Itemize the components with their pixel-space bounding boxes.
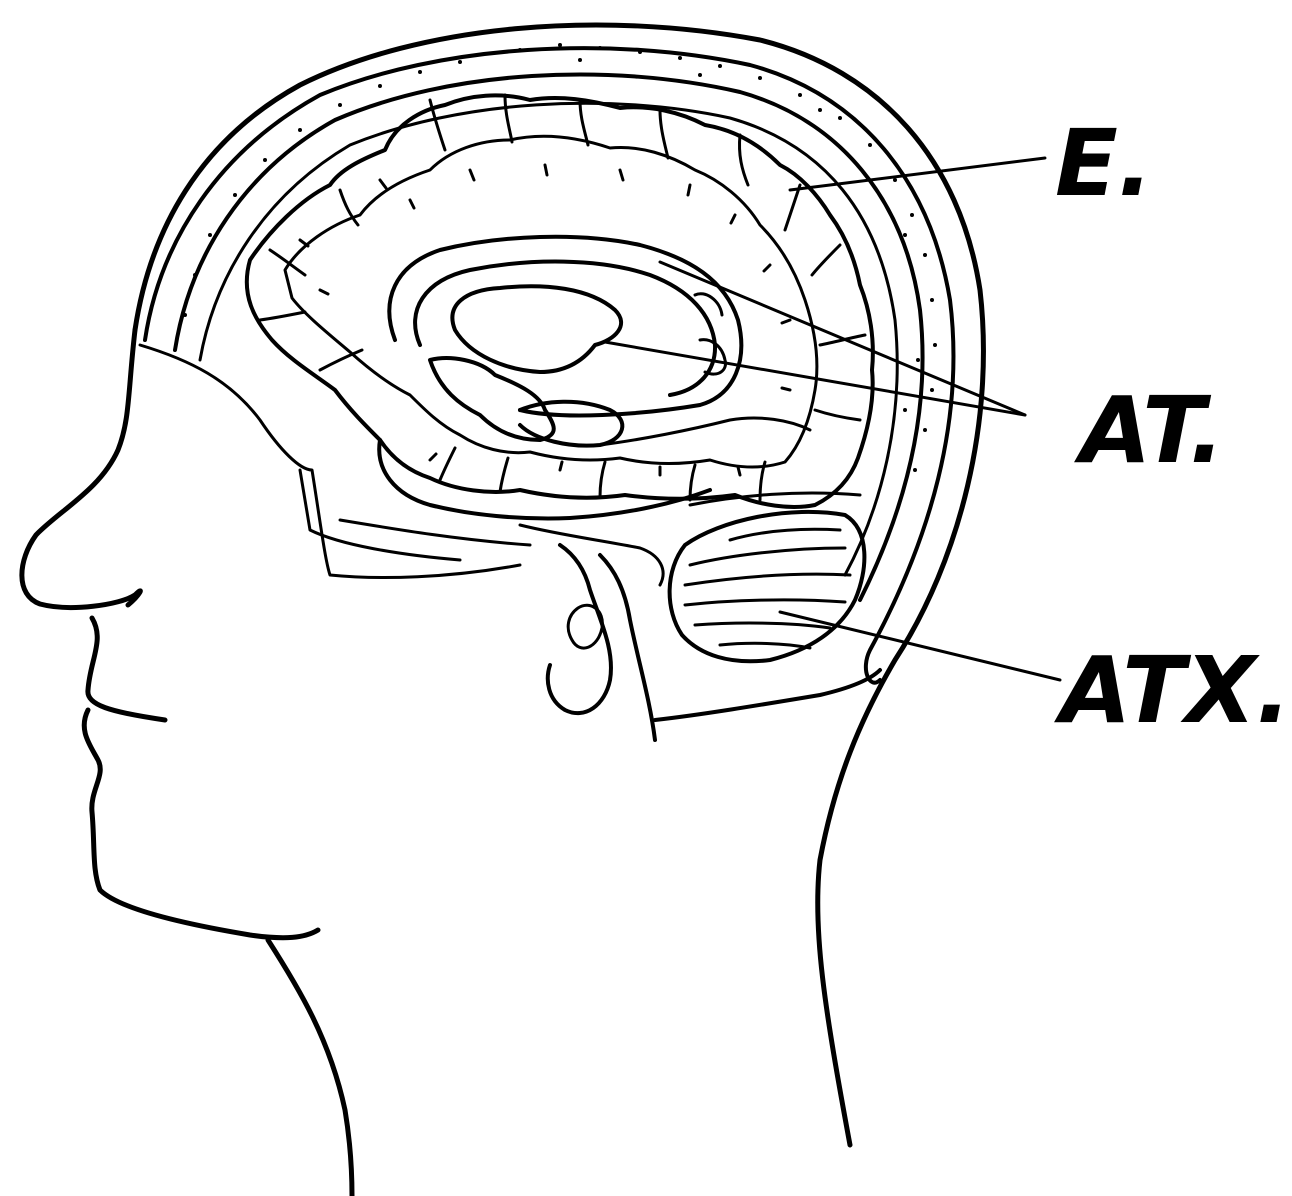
neck-outline	[268, 940, 352, 1196]
occipital-base	[655, 670, 880, 720]
cerebellum	[670, 512, 865, 661]
pituitary	[568, 605, 602, 648]
skull-inner-band	[175, 74, 923, 600]
skull-outer-band	[145, 48, 953, 683]
cortex-dashes	[300, 165, 790, 475]
sulci-marks	[260, 95, 865, 500]
corpus-callosum-inner	[452, 286, 621, 372]
corpus-callosum-outer	[415, 262, 715, 395]
face-outline	[22, 330, 318, 938]
tentorium	[690, 493, 860, 505]
label-atx: ATX.	[1054, 637, 1291, 744]
cerebellum-folia	[685, 529, 850, 648]
head-outline	[135, 25, 983, 1145]
cerebrum-outline	[247, 95, 873, 507]
brainstem-front	[520, 525, 663, 585]
label-e: E.	[1055, 110, 1153, 217]
midbrain-contour	[600, 418, 810, 445]
label-at: AT.	[1074, 377, 1224, 484]
brow-band	[140, 345, 520, 578]
